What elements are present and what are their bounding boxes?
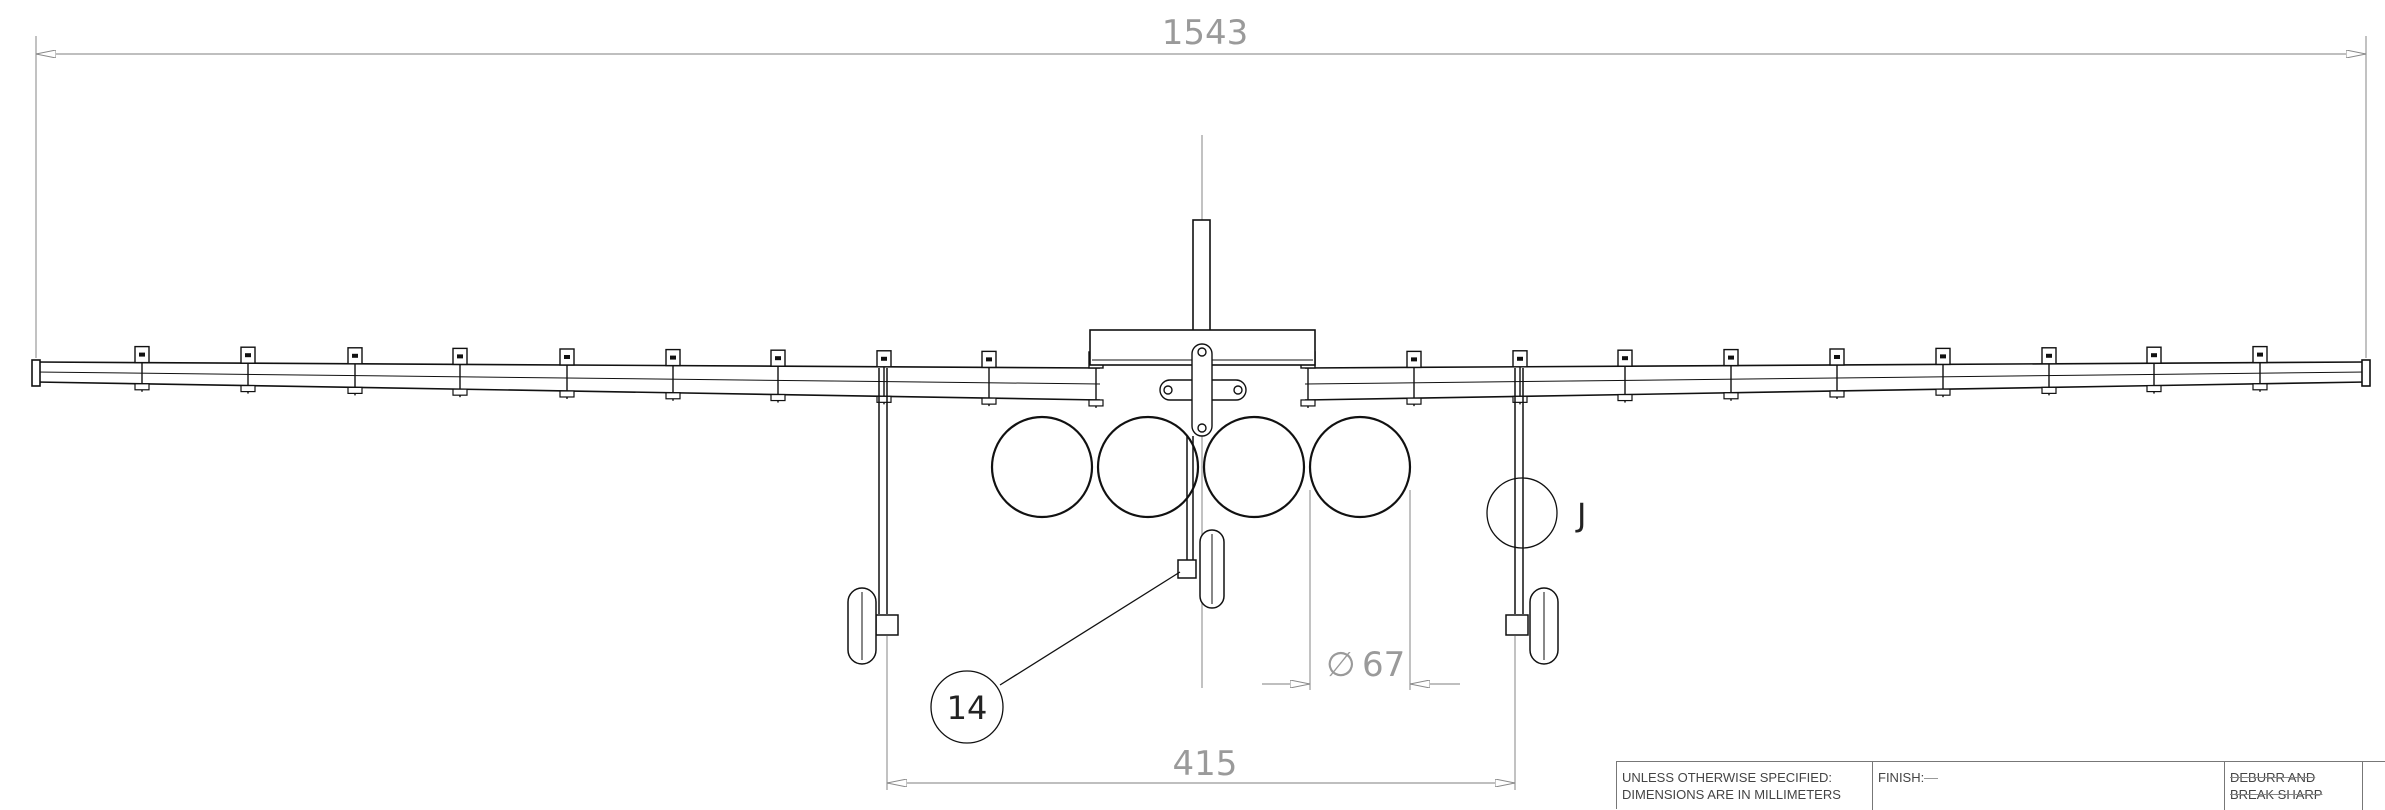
- gear-track-dimension: 415: [886, 636, 1516, 790]
- deburr-cell: DEBURR AND BREAK SHARP: [2225, 762, 2363, 810]
- diameter-value: 67: [1362, 645, 1405, 685]
- spec-line-2: DIMENSIONS ARE IN MILLIMETERS: [1622, 787, 1841, 802]
- tanks: [990, 415, 1412, 519]
- wing-hardpoint: [2041, 347, 2057, 396]
- title-block: UNLESS OTHERWISE SPECIFIED: DIMENSIONS A…: [1616, 761, 2385, 810]
- tank-1: [990, 415, 1094, 519]
- left-main-gear: [847, 368, 899, 665]
- tank-diameter-dimension: ∅ 67: [1262, 490, 1460, 690]
- wing-hardpoint: [981, 350, 997, 407]
- wing-hardpoint: [347, 347, 363, 396]
- wing-hardpoint: [452, 347, 468, 398]
- detail-label: J: [1575, 496, 1586, 534]
- wing-hardpoint: [1617, 349, 1633, 403]
- right-main-gear: [1505, 368, 1559, 665]
- overall-span-dimension: 1543: [35, 13, 2367, 358]
- tolerance-spec-cell: UNLESS OTHERWISE SPECIFIED: DIMENSIONS A…: [1617, 762, 1873, 810]
- tank-4: [1308, 415, 1412, 519]
- wing-hardpoint: [1406, 350, 1422, 407]
- wing-hardpoint: [770, 349, 786, 403]
- wing-hardpoint: [134, 345, 150, 392]
- gear-track-value: 415: [1173, 744, 1238, 784]
- tank-3: [1202, 415, 1306, 519]
- balloon-number: 14: [947, 689, 988, 727]
- fuselage: [1089, 219, 1316, 366]
- overall-span-value: 1543: [1162, 13, 1249, 53]
- wing-hardpoint: [1935, 347, 1951, 398]
- wing-hardpoints: [134, 345, 2268, 408]
- cross-mount-plate: [1159, 343, 1247, 437]
- tank-2: [1096, 415, 1200, 519]
- finish-label: FINISH:: [1878, 770, 1925, 785]
- wing-hardpoint: [2252, 345, 2268, 392]
- wing-hardpoint: [559, 348, 575, 399]
- spec-line-1: UNLESS OTHERWISE SPECIFIED:: [1622, 770, 1832, 785]
- item-balloon: 14: [930, 571, 1181, 744]
- wing-hardpoint: [1512, 350, 1528, 405]
- wing-hardpoint: [665, 348, 681, 401]
- finish-cell: FINISH:: [1873, 762, 2225, 810]
- detail-callout-j: J: [1486, 477, 1586, 549]
- wing-hardpoint: [1829, 348, 1845, 399]
- deburr-line-2: BREAK SHARP: [2230, 787, 2323, 802]
- wing-hardpoint: [2146, 346, 2162, 394]
- blank-cell: [2363, 762, 2385, 810]
- wing-hardpoint: [240, 346, 256, 394]
- wing-hardpoint: [876, 350, 892, 405]
- diameter-symbol: ∅: [1326, 645, 1356, 685]
- wing-hardpoint: [1723, 348, 1739, 401]
- nose-gear: [1177, 436, 1225, 609]
- deburr-line-1: DEBURR AND: [2230, 770, 2316, 785]
